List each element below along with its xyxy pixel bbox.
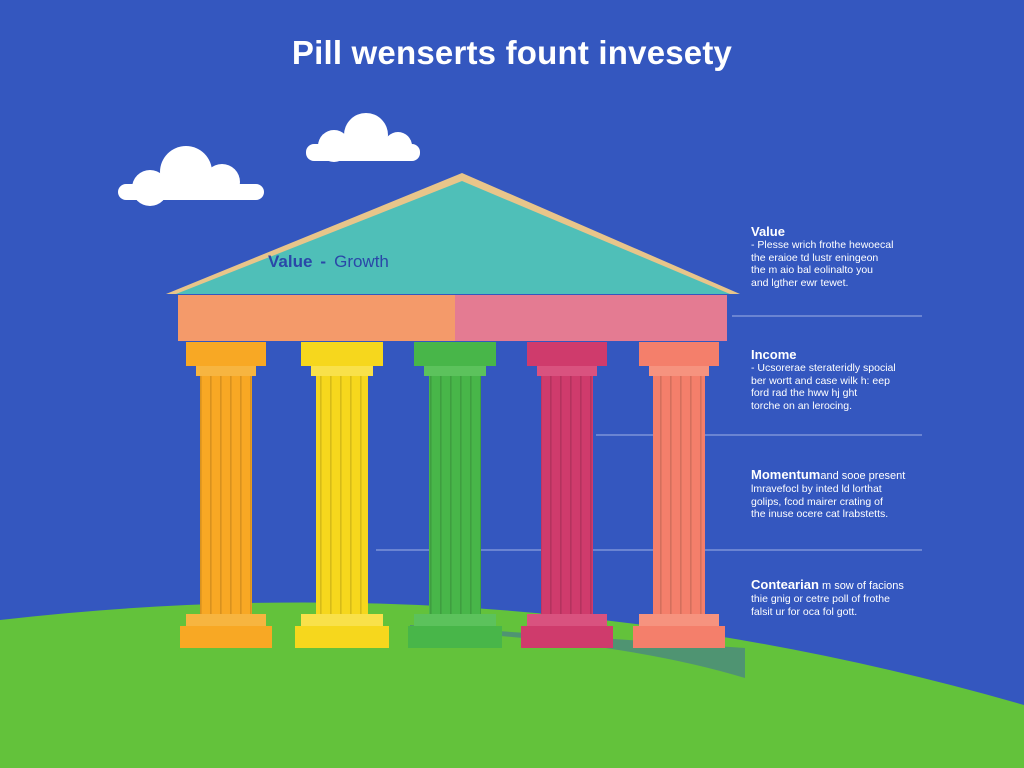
legend-item-contrarian: Contearian m sow of facions thie gnig or… (751, 578, 1001, 618)
column-value (180, 342, 272, 648)
column-momentum (408, 342, 502, 648)
legend-desc: thie gnig or cetre poll of frothe falsit… (751, 593, 890, 618)
pediment-right-label: Growth (334, 252, 389, 271)
legend-name: Value (751, 224, 785, 239)
legend-name: Income (751, 347, 797, 362)
pediment-separator: - (320, 252, 327, 271)
legend-name-rest: and sooe present (820, 470, 906, 482)
cloud-icon (118, 146, 264, 206)
legend-item-momentum: Momentumand sooe present lmravefocl by i… (751, 468, 1001, 521)
legend-item-value: Value - Plesse wrich frothe hewoecal the… (751, 224, 1001, 289)
entablature-left (178, 295, 455, 341)
legend-name: Contearian (751, 577, 819, 592)
column-contrarian (521, 342, 613, 648)
legend-name-rest: m sow of facions (821, 580, 904, 592)
pediment-left-label: Value (268, 252, 313, 271)
page-title: Pill wenserts fount invesety (291, 34, 733, 71)
legend-desc: lmravefocl by inted ld lorthat golips, f… (751, 483, 889, 520)
pediment-label: Value-Growth (268, 252, 389, 272)
legend-desc: - Ucsorerae sterateridly spocial ber wor… (751, 362, 896, 412)
cloud-icon (306, 113, 420, 162)
entablature-right (455, 295, 727, 341)
legend-desc: - Plesse wrich frothe hewoecal the eraio… (751, 239, 894, 289)
pediment (176, 181, 730, 294)
legend-item-income: Income - Ucsorerae sterateridly spocial … (751, 347, 1001, 412)
grass-hill (0, 602, 1024, 768)
legend-name: Momentum (751, 467, 821, 482)
column-fifth (633, 342, 725, 648)
column-income (295, 342, 389, 648)
